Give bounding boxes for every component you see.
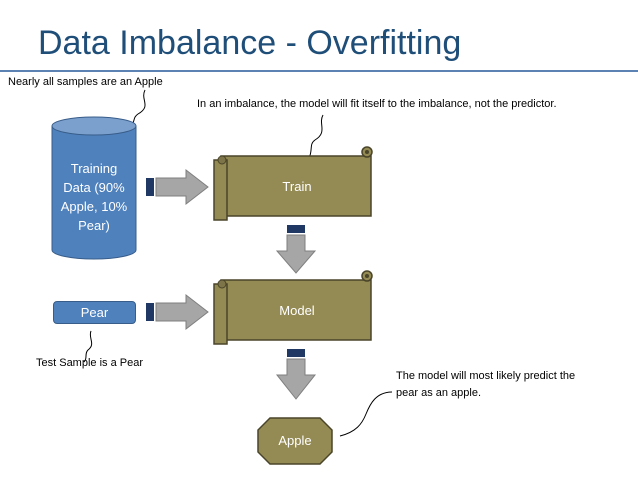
title-underline	[0, 70, 638, 72]
pear-box	[53, 301, 136, 324]
training-data-label: Training Data (90% Apple, 10% Pear)	[60, 161, 128, 233]
apple-label: Apple	[278, 432, 312, 448]
train-scroll	[213, 146, 373, 221]
note-imbalance: In an imbalance, the model will fit itse…	[197, 98, 557, 110]
note-apple-samples: Nearly all samples are an Apple	[8, 76, 163, 88]
callout-prediction	[339, 391, 393, 437]
model-scroll	[213, 270, 373, 345]
arrow-data-to-train	[146, 168, 209, 206]
callout-test-sample	[83, 330, 93, 363]
note-test-sample: Test Sample is a Pear	[36, 357, 143, 369]
apple-octagon	[257, 417, 333, 465]
pear-label: Pear	[80, 305, 109, 320]
note-prediction: The model will most likely predict the p…	[396, 370, 576, 399]
training-data-cylinder	[51, 116, 137, 260]
callout-imbalance	[308, 114, 324, 159]
slide-title: Data Imbalance - Overfitting	[38, 24, 462, 62]
callout-apple-samples	[129, 89, 146, 127]
train-label: Train	[282, 178, 312, 194]
arrow-train-to-model	[275, 225, 317, 274]
model-label: Model	[279, 302, 315, 318]
arrow-model-to-apple	[275, 349, 317, 400]
arrow-pear-to-model	[146, 293, 209, 331]
